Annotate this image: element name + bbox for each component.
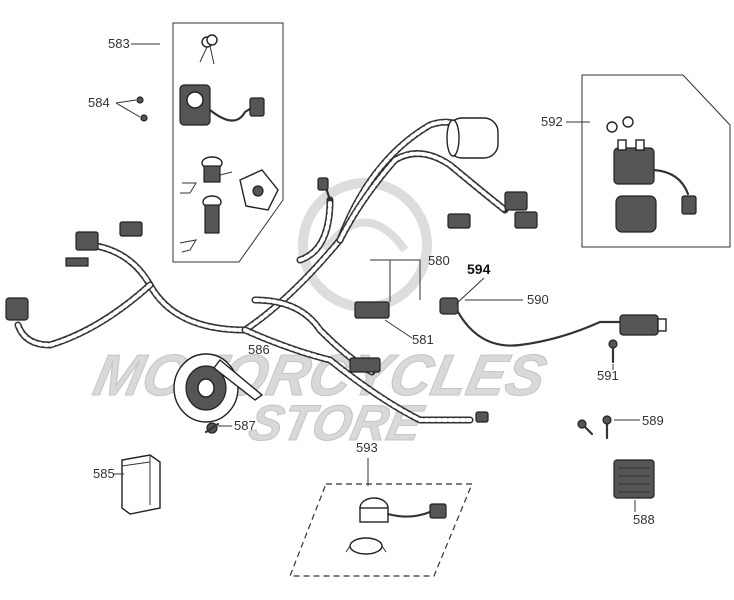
coil-connector-icon xyxy=(439,297,459,315)
flasher-relay-icon xyxy=(121,454,161,515)
horn-icon xyxy=(173,353,264,423)
callout-591: 591 xyxy=(597,368,619,383)
callout-593: 593 xyxy=(356,440,378,455)
leader-584 xyxy=(115,99,141,118)
seat-lock-icon xyxy=(239,169,279,211)
callout-585: 585 xyxy=(93,466,115,481)
callout-580: 580 xyxy=(428,253,450,268)
starter-relay-set xyxy=(581,74,731,248)
helmet-lock-icon xyxy=(179,195,222,253)
callout-583: 583 xyxy=(108,36,130,51)
callout-588: 588 xyxy=(633,512,655,527)
connector-icon xyxy=(75,231,99,251)
lock-set-frame xyxy=(172,22,284,263)
leader-594 xyxy=(455,277,485,305)
key-icon xyxy=(199,34,218,65)
callout-592: 592 xyxy=(541,114,563,129)
leader-580 xyxy=(370,259,421,302)
regulator-rectifier-icon xyxy=(613,459,655,499)
leader-581 xyxy=(384,319,413,339)
capacitor-icon xyxy=(446,117,499,159)
horn-bolt-icon xyxy=(204,422,220,434)
buzzer-set-frame xyxy=(289,483,473,577)
buzzer-icon xyxy=(359,497,447,523)
relay-set-frame xyxy=(581,74,731,248)
watermark-line2: STORE xyxy=(244,395,429,451)
relay-cover-icon xyxy=(615,195,657,233)
ignition-coil xyxy=(439,297,667,347)
callout-594: 594 xyxy=(467,261,491,277)
ignition-switch-icon xyxy=(179,84,265,126)
callout-586: 586 xyxy=(248,342,270,357)
harness-clamp-icon xyxy=(354,301,390,319)
spark-plug-cap-icon xyxy=(619,314,659,336)
watermark: MOTORCYCLES STORE xyxy=(88,178,552,451)
callout-584: 584 xyxy=(88,95,110,110)
callout-590: 590 xyxy=(527,292,549,307)
screw-icon xyxy=(136,96,148,122)
buzzer-set xyxy=(289,483,473,577)
lock-cylinder-icon xyxy=(180,156,233,194)
buzzer-bracket-icon xyxy=(345,537,387,555)
relay-icon xyxy=(613,139,697,215)
callout-589: 589 xyxy=(642,413,664,428)
callout-581: 581 xyxy=(412,332,434,347)
ignition-lock-set xyxy=(172,22,284,263)
regulator-screws-icon xyxy=(577,415,612,440)
bolt-icon xyxy=(608,339,618,364)
callout-587: 587 xyxy=(234,418,256,433)
wiring-harness xyxy=(5,117,538,424)
